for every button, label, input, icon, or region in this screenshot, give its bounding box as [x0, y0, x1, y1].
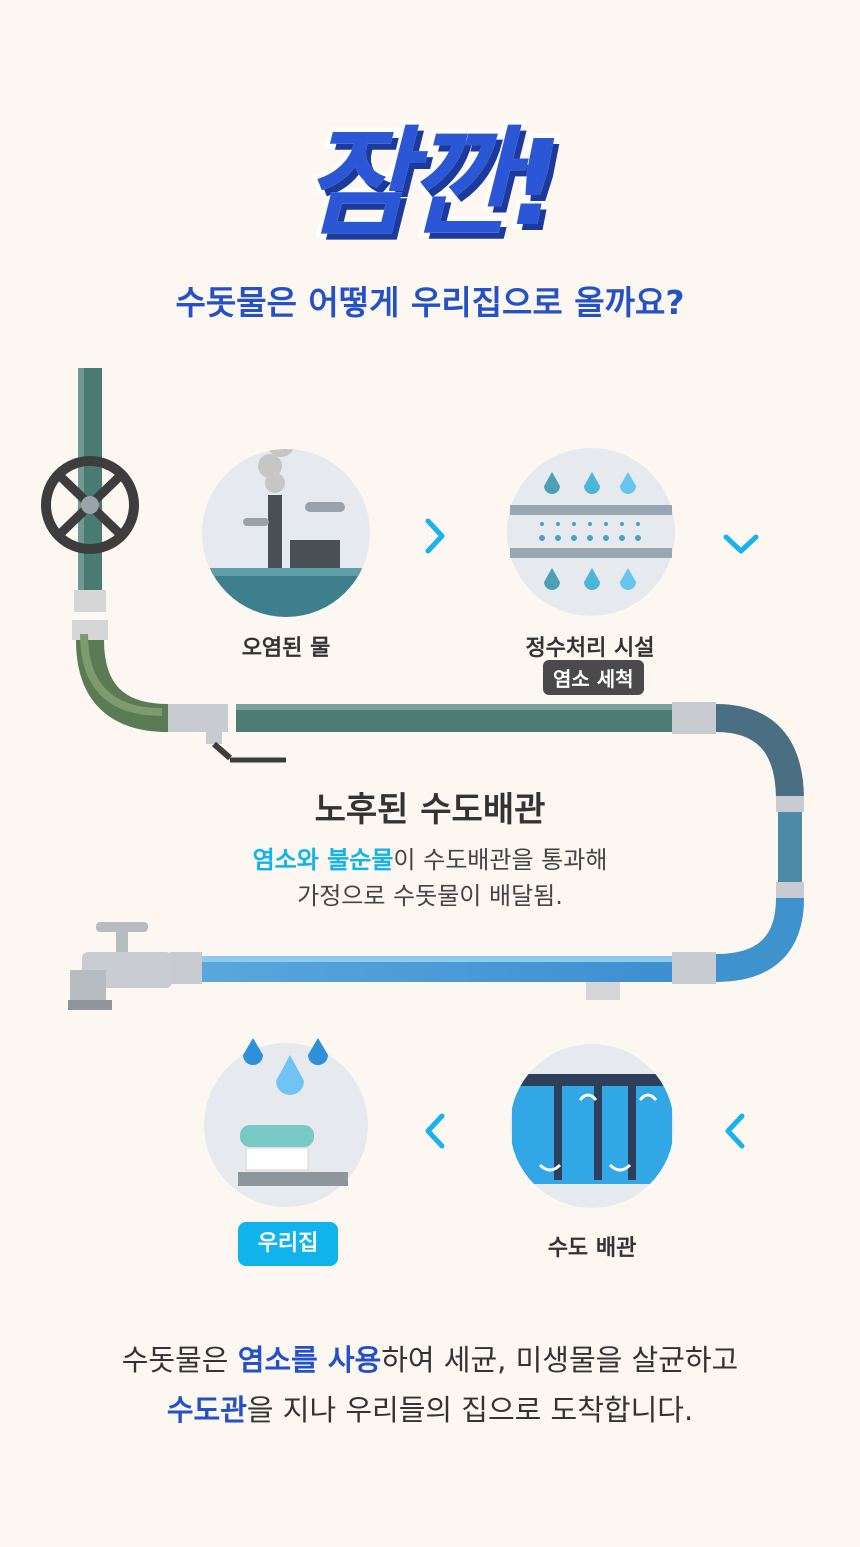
step-label-polluted: 오염된 물	[241, 636, 331, 661]
footer-l2-post: 을 지나 우리들의 집으로 도착합니다.	[246, 1393, 694, 1427]
pipe-desc-highlight: 염소와 불순물	[252, 846, 394, 874]
step-label-pipe: 수도 배관	[547, 1236, 637, 1261]
hero-title: 잠깐!	[299, 110, 567, 257]
subtitle: 수돗물은 어떻게 우리집으로 올까요?	[175, 283, 685, 322]
pipe-desc-line2: 가정으로 수돗물이 배달됨.	[297, 882, 563, 910]
arrow-left-icon-1	[425, 1113, 445, 1149]
faucet-icon	[68, 922, 172, 1010]
footer-l1-hl: 염소를 사용	[237, 1343, 382, 1377]
valve-wheel-icon	[41, 456, 139, 554]
step-label-treatment: 정수처리 시설	[525, 636, 655, 661]
home-badge: 우리집	[238, 1222, 338, 1266]
pipe-desc-rest: 이 수도배관을 통과해	[393, 846, 608, 874]
left-vertical-pipe	[72, 368, 108, 640]
water-treatment-illustration	[507, 448, 675, 616]
pipe-section-title: 노후된 수도배관	[314, 790, 546, 830]
arrow-left-icon-2	[725, 1113, 745, 1149]
footer-text: 수돗물은 염소를 사용하여 세균, 미생물을 살균하고 수도관을 지나 우리들의…	[0, 1335, 860, 1435]
home-toothbrush-illustration	[204, 1038, 368, 1207]
arrow-right-icon	[425, 518, 445, 554]
pipe-section-description: 염소와 불순물이 수도배관을 통과해 가정으로 수돗물이 배달됨.	[0, 842, 860, 914]
footer-l1-pre: 수돗물은	[121, 1343, 238, 1377]
top-horizontal-pipe	[168, 702, 716, 763]
bottom-horizontal-pipe	[170, 952, 716, 1000]
pipe-interior-illustration	[510, 1044, 674, 1208]
footer-l1-post: 하여 세균, 미생물을 살균하고	[381, 1343, 739, 1377]
footer-l2-hl: 수도관	[166, 1393, 247, 1427]
chlorine-wash-badge: 염소 세척	[543, 660, 644, 695]
arrow-down-icon	[723, 534, 759, 554]
polluted-water-illustration	[202, 449, 370, 617]
